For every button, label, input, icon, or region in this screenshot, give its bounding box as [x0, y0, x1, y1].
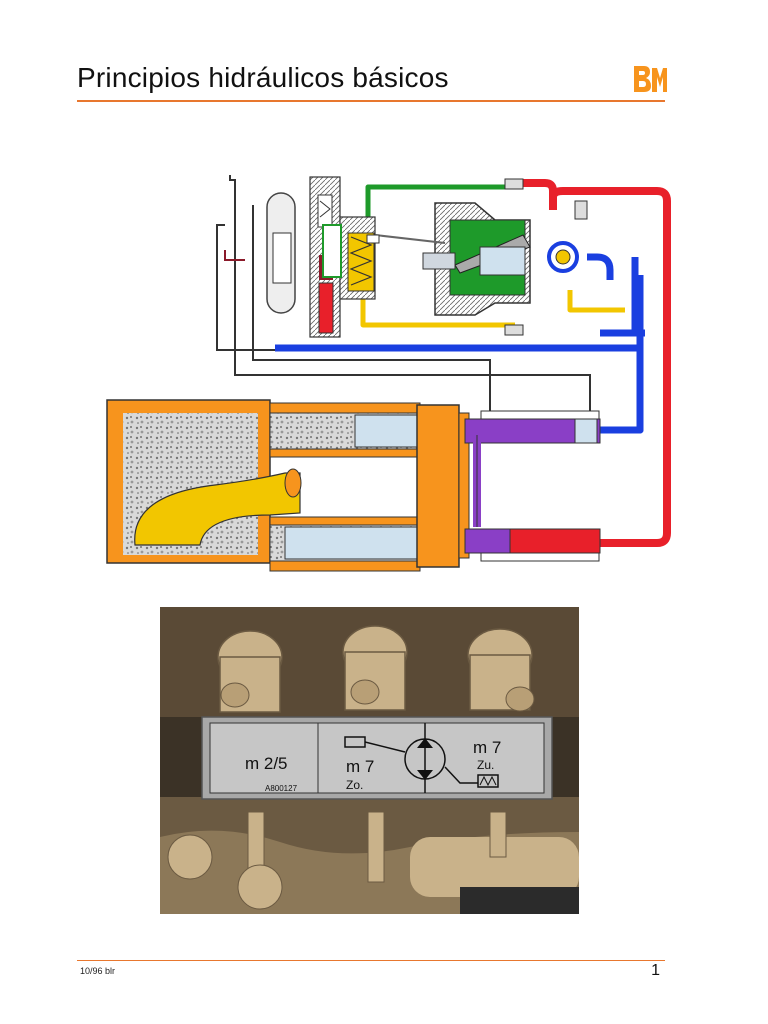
valve-plate-photo: m 2/5 A800127 m 7 Zo. m 7 Zu. — [160, 607, 579, 914]
pressure-line-red — [515, 179, 671, 547]
page-title: Principios hidráulicos básicos — [77, 62, 449, 93]
concrete-hopper — [106, 399, 302, 564]
control-lines — [216, 175, 591, 413]
drive-cylinders — [464, 410, 601, 562]
footer-divider — [77, 960, 665, 961]
plate-right-valve-sub: Zu. — [477, 758, 494, 772]
hydraulic-pump — [366, 178, 588, 336]
company-logo — [632, 62, 668, 96]
plate-left-valve-label: m 7 — [346, 757, 374, 776]
water-box — [416, 404, 470, 568]
title-divider — [77, 100, 665, 102]
directional-valve — [309, 176, 376, 338]
drain-line-yellow — [360, 290, 625, 328]
hydraulic-diagram — [106, 175, 671, 572]
control-lines-dark-red — [224, 250, 245, 261]
plate-right-valve-label: m 7 — [473, 738, 501, 757]
return-line-blue — [275, 253, 645, 434]
footer-date: 10/96 blr — [80, 966, 116, 976]
plate-left-label: m 2/5 — [245, 754, 288, 773]
page-number: 1 — [651, 962, 660, 979]
plate-left-valve-sub: Zo. — [346, 778, 363, 792]
plate-part-number: A800127 — [265, 784, 298, 793]
accumulator — [266, 192, 296, 314]
